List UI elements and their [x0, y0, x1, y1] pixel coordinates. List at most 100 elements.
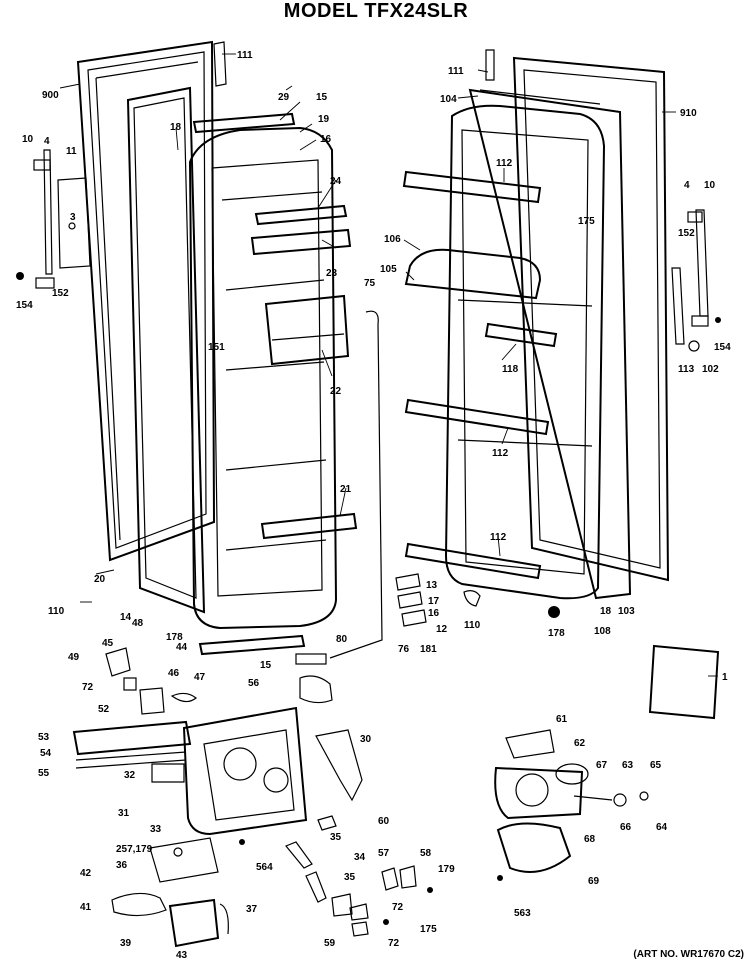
part-label: 154	[714, 342, 731, 353]
part-label: 4	[44, 136, 50, 147]
part-label: 4	[684, 180, 690, 191]
freezer-door-gasket	[126, 86, 206, 614]
part-label: 112	[490, 532, 507, 543]
part-label: 61	[556, 714, 568, 725]
part-label: 53	[38, 732, 50, 743]
part-label: 31	[118, 808, 130, 819]
part-label: 48	[132, 618, 144, 629]
part-label: 80	[336, 634, 348, 645]
part-label: 72	[82, 682, 94, 693]
part-label: 41	[80, 902, 92, 913]
leader-lines	[59, 53, 718, 677]
fresh-food-door-gasket	[468, 88, 632, 600]
part-label: 11	[66, 146, 77, 157]
part-label: 36	[116, 860, 128, 871]
part-label: 10	[704, 180, 716, 191]
part-label: 39	[120, 938, 132, 949]
part-label: 108	[594, 626, 611, 637]
part-label: 57	[378, 848, 390, 859]
part-label: 58	[420, 848, 432, 859]
freezer-door-outer-panel	[76, 40, 216, 562]
part-label: 18	[170, 122, 182, 133]
part-label: 56	[248, 678, 260, 689]
fresh-food-door-shelves	[402, 170, 558, 580]
part-label: 29	[278, 92, 290, 103]
part-label: 111	[448, 66, 464, 77]
part-label: 564	[256, 862, 273, 873]
part-label: 110	[48, 606, 65, 617]
part-label: 32	[124, 770, 136, 781]
art-number: (ART NO. WR17670 C2)	[633, 949, 744, 960]
part-label: 10	[22, 134, 34, 145]
part-label: 103	[618, 606, 635, 617]
part-label: 72	[392, 902, 404, 913]
part-label: 175	[578, 216, 595, 227]
dispenser-parts-left	[72, 310, 433, 948]
part-label: 152	[52, 288, 69, 299]
part-label: 66	[620, 822, 632, 833]
part-label: 37	[246, 904, 258, 915]
door-handle-left	[16, 149, 91, 289]
part-label: 59	[324, 938, 336, 949]
ice-chute-door	[264, 294, 350, 366]
part-label: 563	[514, 908, 531, 919]
part-label: 175	[420, 924, 437, 935]
part-label: 154	[16, 300, 33, 311]
part-label: 257,179	[116, 844, 153, 855]
fresh-food-door-liner	[444, 104, 606, 600]
part-label: 181	[420, 644, 437, 655]
part-label: 15	[316, 92, 328, 103]
part-label: 35	[330, 832, 342, 843]
part-label: 52	[98, 704, 110, 715]
part-label: 68	[584, 834, 596, 845]
part-label: 44	[176, 642, 188, 653]
fresh-food-door-outer-panel	[512, 56, 670, 582]
part-label: 118	[502, 364, 519, 375]
part-label: 112	[496, 158, 513, 169]
part-label: 1	[722, 672, 728, 683]
part-label: 35	[344, 872, 356, 883]
part-label: 14	[120, 612, 132, 623]
part-label: 19	[318, 114, 330, 125]
part-label: 13	[426, 580, 438, 591]
part-label: 22	[330, 386, 342, 397]
part-label: 75	[364, 278, 376, 289]
part-label: 20	[94, 574, 106, 585]
part-label: 17	[428, 596, 440, 607]
part-label: 47	[194, 672, 206, 683]
part-label: 104	[440, 94, 457, 105]
part-label: 45	[102, 638, 114, 649]
door-handle-right	[671, 209, 721, 352]
part-label: 18	[600, 606, 612, 617]
part-label: 178	[548, 628, 565, 639]
freezer-door-shelves	[250, 204, 358, 540]
hinge-left-bottom	[198, 634, 306, 656]
dispenser-parts-right	[395, 573, 720, 881]
part-label: 3	[70, 212, 76, 223]
part-label: 46	[168, 668, 180, 679]
part-label: 21	[340, 484, 352, 495]
part-label: 178	[166, 632, 183, 643]
hinge-right-top	[479, 49, 601, 105]
part-label: 12	[436, 624, 448, 635]
part-label: 23	[326, 268, 338, 279]
part-label: 65	[650, 760, 662, 771]
part-label: 33	[150, 824, 162, 835]
part-label: 43	[176, 950, 188, 961]
part-label: 60	[378, 816, 390, 827]
part-label: 106	[384, 234, 401, 245]
part-labels: 111 900 29 15 18 19 16 10 4 11 3 154 152…	[16, 50, 731, 961]
part-label: 67	[596, 760, 608, 771]
part-label: 34	[354, 852, 366, 863]
part-label: 113	[678, 364, 695, 375]
part-label: 112	[492, 448, 509, 459]
page-title: MODEL TFX24SLR	[283, 0, 469, 22]
part-label: 42	[80, 868, 92, 879]
part-label: 900	[42, 90, 59, 101]
part-label: 62	[574, 738, 586, 749]
part-label: 152	[678, 228, 695, 239]
freezer-door-liner	[188, 126, 338, 630]
part-label: 76	[398, 644, 410, 655]
part-label: 151	[208, 342, 225, 353]
